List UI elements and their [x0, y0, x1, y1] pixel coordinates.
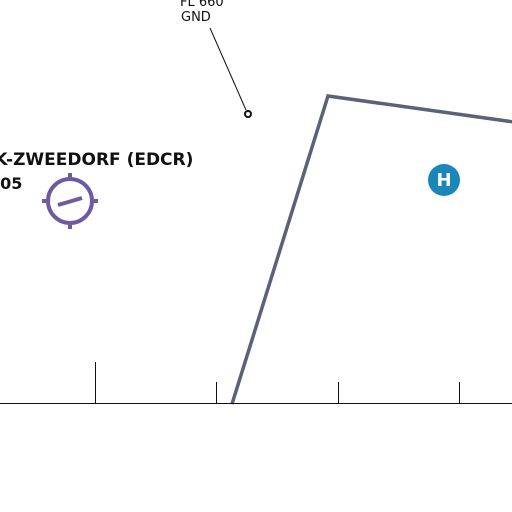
airfield-icon[interactable]	[42, 173, 98, 229]
heliport-letter: H	[436, 169, 452, 191]
altitude-leader-line	[209, 27, 247, 111]
airport-name-label[interactable]: IK-ZWEEDORF (EDCR)	[0, 150, 194, 170]
airspace-lower-limit: GND	[181, 10, 211, 25]
airport-elevation-label: 505	[0, 174, 23, 193]
airspace-upper-limit: FL 660	[180, 0, 224, 10]
heliport-icon[interactable]: H	[428, 164, 460, 196]
airspace-boundary	[230, 94, 512, 405]
scale-bar	[0, 362, 512, 404]
reference-point-icon	[244, 110, 252, 118]
